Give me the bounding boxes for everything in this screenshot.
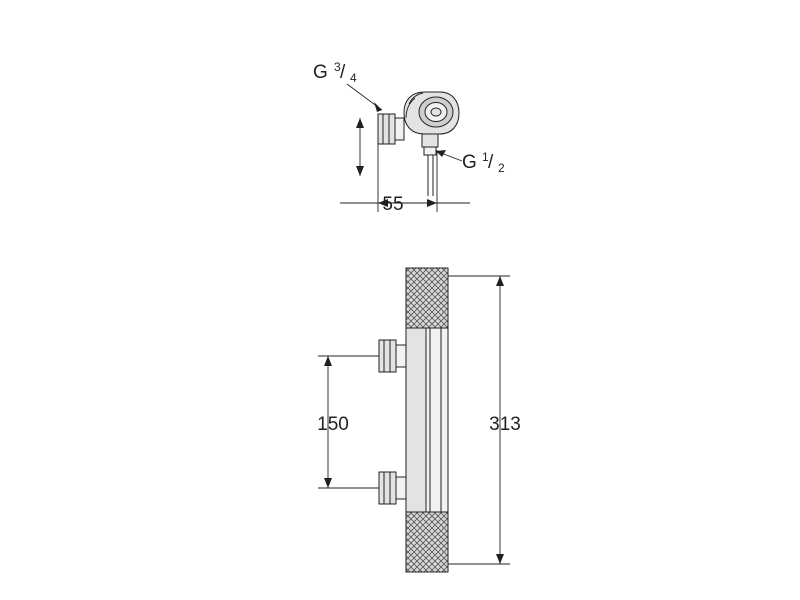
outlet-thread-numerator: 1 (482, 150, 489, 164)
dim-55-line (340, 199, 470, 207)
outlet-thread-divider: / (488, 152, 494, 173)
inlet-thread-numerator: 3 (334, 60, 341, 74)
inlet-thread-denominator: 4 (350, 71, 357, 85)
dim-313 (448, 275, 510, 565)
elbow-cap-center (430, 107, 442, 117)
body-right-column (425, 327, 449, 513)
dim-vertical-small (356, 118, 364, 176)
label-outlet-thread: G 1 / 2 (462, 150, 505, 175)
inlet-thread-prefix: G (313, 62, 328, 83)
outlet-thread-denominator: 2 (498, 161, 505, 175)
upper-connector-stub (395, 344, 407, 368)
outlet-pipe (427, 155, 434, 196)
knurled-grip-top (405, 267, 449, 329)
outlet-collar (423, 146, 437, 156)
dim-150 (318, 355, 379, 489)
body-left-column (405, 327, 427, 513)
upper-connector-nut (378, 339, 397, 373)
inlet-nut (377, 113, 396, 145)
leader-outlet-thread (435, 150, 463, 162)
label-depth-55: 55 (382, 194, 403, 215)
angle-valve-assembly (377, 91, 460, 196)
inlet-stub (394, 117, 405, 141)
label-overall-height-313: 313 (489, 414, 521, 435)
thermostat-body-assembly (378, 267, 449, 573)
arrowhead-outlet (436, 150, 446, 157)
arrowhead-inlet (374, 102, 382, 112)
outlet-neck (421, 133, 439, 148)
label-inlet-thread: G 3 / 4 (313, 60, 357, 85)
lower-connector-nut (378, 471, 397, 505)
leader-inlet-thread (346, 83, 383, 112)
inlet-thread-divider: / (340, 62, 346, 83)
lower-connector-stub (395, 476, 407, 500)
outlet-thread-prefix: G (462, 152, 477, 173)
label-center-distance-150: 150 (317, 414, 349, 435)
knurled-grip-bottom (405, 511, 449, 573)
